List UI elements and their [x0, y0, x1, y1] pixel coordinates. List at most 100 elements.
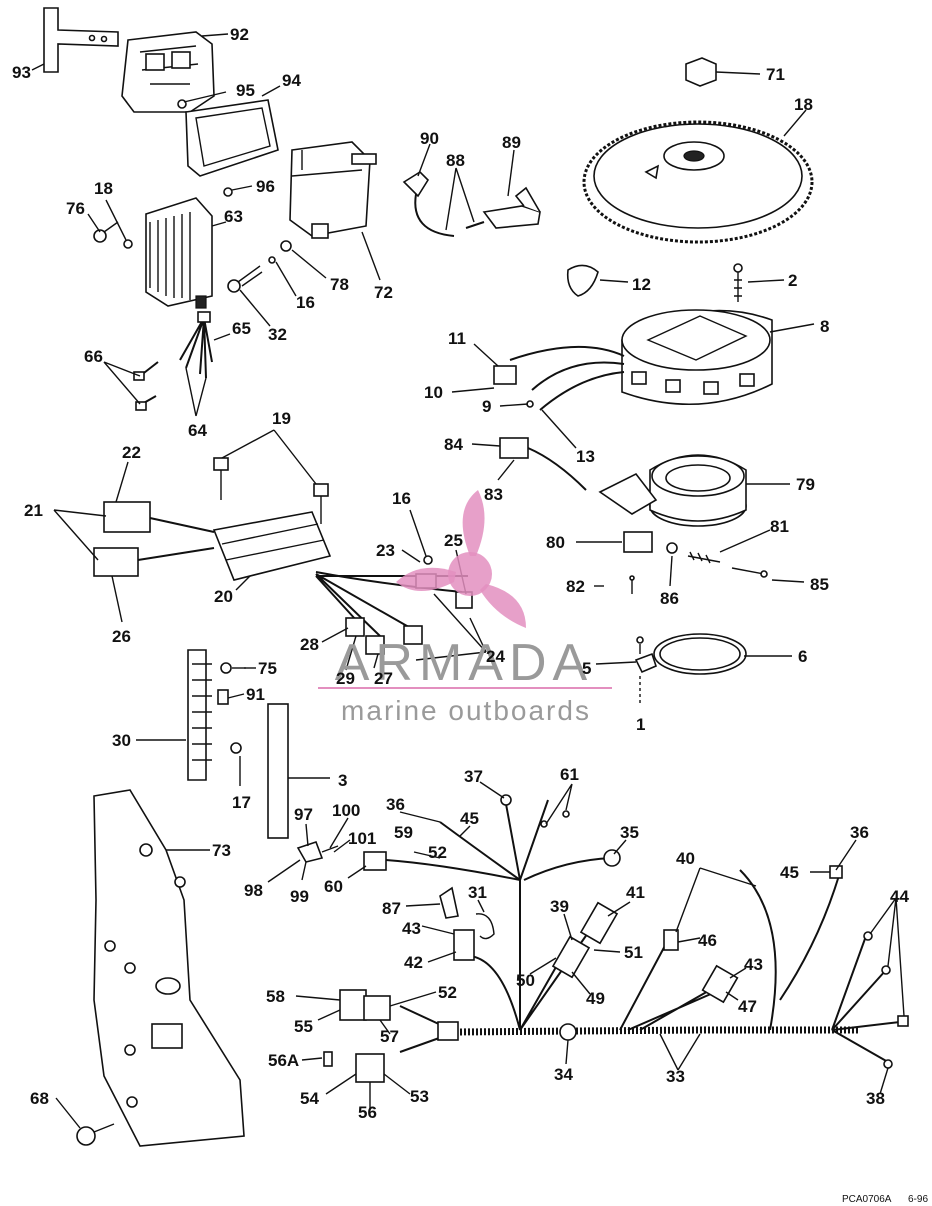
- callout-75: 75: [258, 659, 277, 678]
- callout-29: 29: [336, 669, 355, 688]
- bolt-68: [76, 1123, 115, 1146]
- callout-79: 79: [796, 475, 815, 494]
- screw-32: [227, 265, 263, 293]
- callout-31: 31: [468, 883, 487, 902]
- callout-16: 16: [296, 293, 315, 312]
- callout-24: 24: [486, 647, 505, 666]
- footer-code: PCA0706A: [842, 1194, 892, 1205]
- terminals-64-65: [179, 311, 213, 379]
- callout-10: 10: [424, 383, 443, 402]
- grommet-34: [559, 1023, 577, 1041]
- sleeve-56A: [323, 1051, 333, 1067]
- callout-61: 61: [560, 765, 579, 784]
- callout-12: 12: [632, 275, 651, 294]
- callout-101: 101: [348, 829, 376, 848]
- callout-18b: 18: [794, 95, 813, 114]
- callout-16b: 16: [392, 489, 411, 508]
- switch-80: [623, 531, 653, 553]
- callout-97: 97: [294, 805, 313, 824]
- spark-lead-90: [402, 170, 455, 237]
- callout-45b: 45: [780, 863, 799, 882]
- connector-55: [339, 989, 367, 1021]
- screw-75: [220, 662, 246, 674]
- callout-98: 98: [244, 881, 263, 900]
- callout-5: 5: [582, 659, 591, 678]
- callout-36b: 36: [850, 823, 869, 842]
- callout-36: 36: [386, 795, 405, 814]
- callout-37: 37: [464, 767, 483, 786]
- bolt-76: [93, 221, 119, 243]
- callout-8: 8: [820, 317, 829, 336]
- callout-56: 56: [358, 1103, 377, 1122]
- callout-89: 89: [502, 133, 521, 152]
- clamp-12: [566, 264, 599, 297]
- callout-92: 92: [230, 25, 249, 44]
- callout-41: 41: [626, 883, 645, 902]
- callout-13: 13: [576, 447, 595, 466]
- callout-27: 27: [374, 669, 393, 688]
- stator-8: [621, 309, 773, 406]
- callout-58: 58: [266, 987, 285, 1006]
- callout-71: 71: [766, 65, 785, 84]
- spark-lead-89: [465, 186, 541, 229]
- callout-28: 28: [300, 635, 319, 654]
- sensor-84: [499, 437, 587, 491]
- callout-83: 83: [484, 485, 503, 504]
- callout-43: 43: [402, 919, 421, 938]
- callout-26: 26: [112, 627, 131, 646]
- callout-21: 21: [24, 501, 43, 520]
- rectifier-63: [145, 197, 213, 309]
- callout-42: 42: [404, 953, 423, 972]
- callout-9: 9: [482, 397, 491, 416]
- callout-78: 78: [330, 275, 349, 294]
- callout-25: 25: [444, 531, 463, 550]
- screw-5: [636, 636, 644, 654]
- bolt-19: [213, 457, 329, 524]
- ring-6: [653, 633, 747, 675]
- callout-93: 93: [12, 63, 31, 82]
- callout-59: 59: [394, 823, 413, 842]
- callout-11: 11: [448, 329, 466, 348]
- washer-86: [666, 542, 678, 554]
- callout-19: 19: [272, 409, 291, 428]
- callout-46: 46: [698, 931, 717, 950]
- callout-65: 65: [232, 319, 251, 338]
- callout-99: 99: [290, 887, 309, 906]
- callout-39: 39: [550, 897, 569, 916]
- callout-84: 84: [444, 435, 463, 454]
- mount-bracket-92: [121, 31, 215, 113]
- spring-81: [687, 551, 721, 564]
- screw-85: [731, 567, 768, 578]
- callout-85: 85: [810, 575, 829, 594]
- watermark-tagline: marine outboards: [341, 695, 591, 726]
- callout-2: 2: [788, 271, 797, 290]
- callout-3: 3: [338, 771, 347, 790]
- callout-72: 72: [374, 283, 393, 302]
- clip-91: [217, 689, 229, 705]
- nut-71: [685, 57, 717, 87]
- callout-87: 87: [382, 899, 401, 918]
- callout-66: 66: [84, 347, 103, 366]
- washer-78: [280, 240, 292, 252]
- callout-22: 22: [122, 443, 141, 462]
- callout-40: 40: [676, 849, 695, 868]
- callout-96: 96: [256, 177, 275, 196]
- washer-18: [123, 239, 133, 249]
- callout-64: 64: [188, 421, 207, 440]
- strip-3: [267, 703, 289, 839]
- screw-2: [733, 263, 743, 302]
- callout-52b: 52: [438, 983, 457, 1002]
- terminal-block-30: [187, 649, 212, 781]
- armada-logo-icon: [396, 490, 526, 628]
- connector-56: [355, 1053, 385, 1083]
- callout-20: 20: [214, 587, 233, 606]
- washer-16b: [423, 555, 433, 565]
- callout-95: 95: [236, 81, 255, 100]
- harness-20-leads: [315, 571, 473, 655]
- callout-49: 49: [586, 989, 605, 1008]
- callout-63: 63: [224, 207, 243, 226]
- callout-labels: 93 92 95 94 96 18 76 63 78 72 16 32 65 6…: [12, 25, 909, 1122]
- callout-100: 100: [332, 801, 360, 820]
- callout-51: 51: [624, 943, 643, 962]
